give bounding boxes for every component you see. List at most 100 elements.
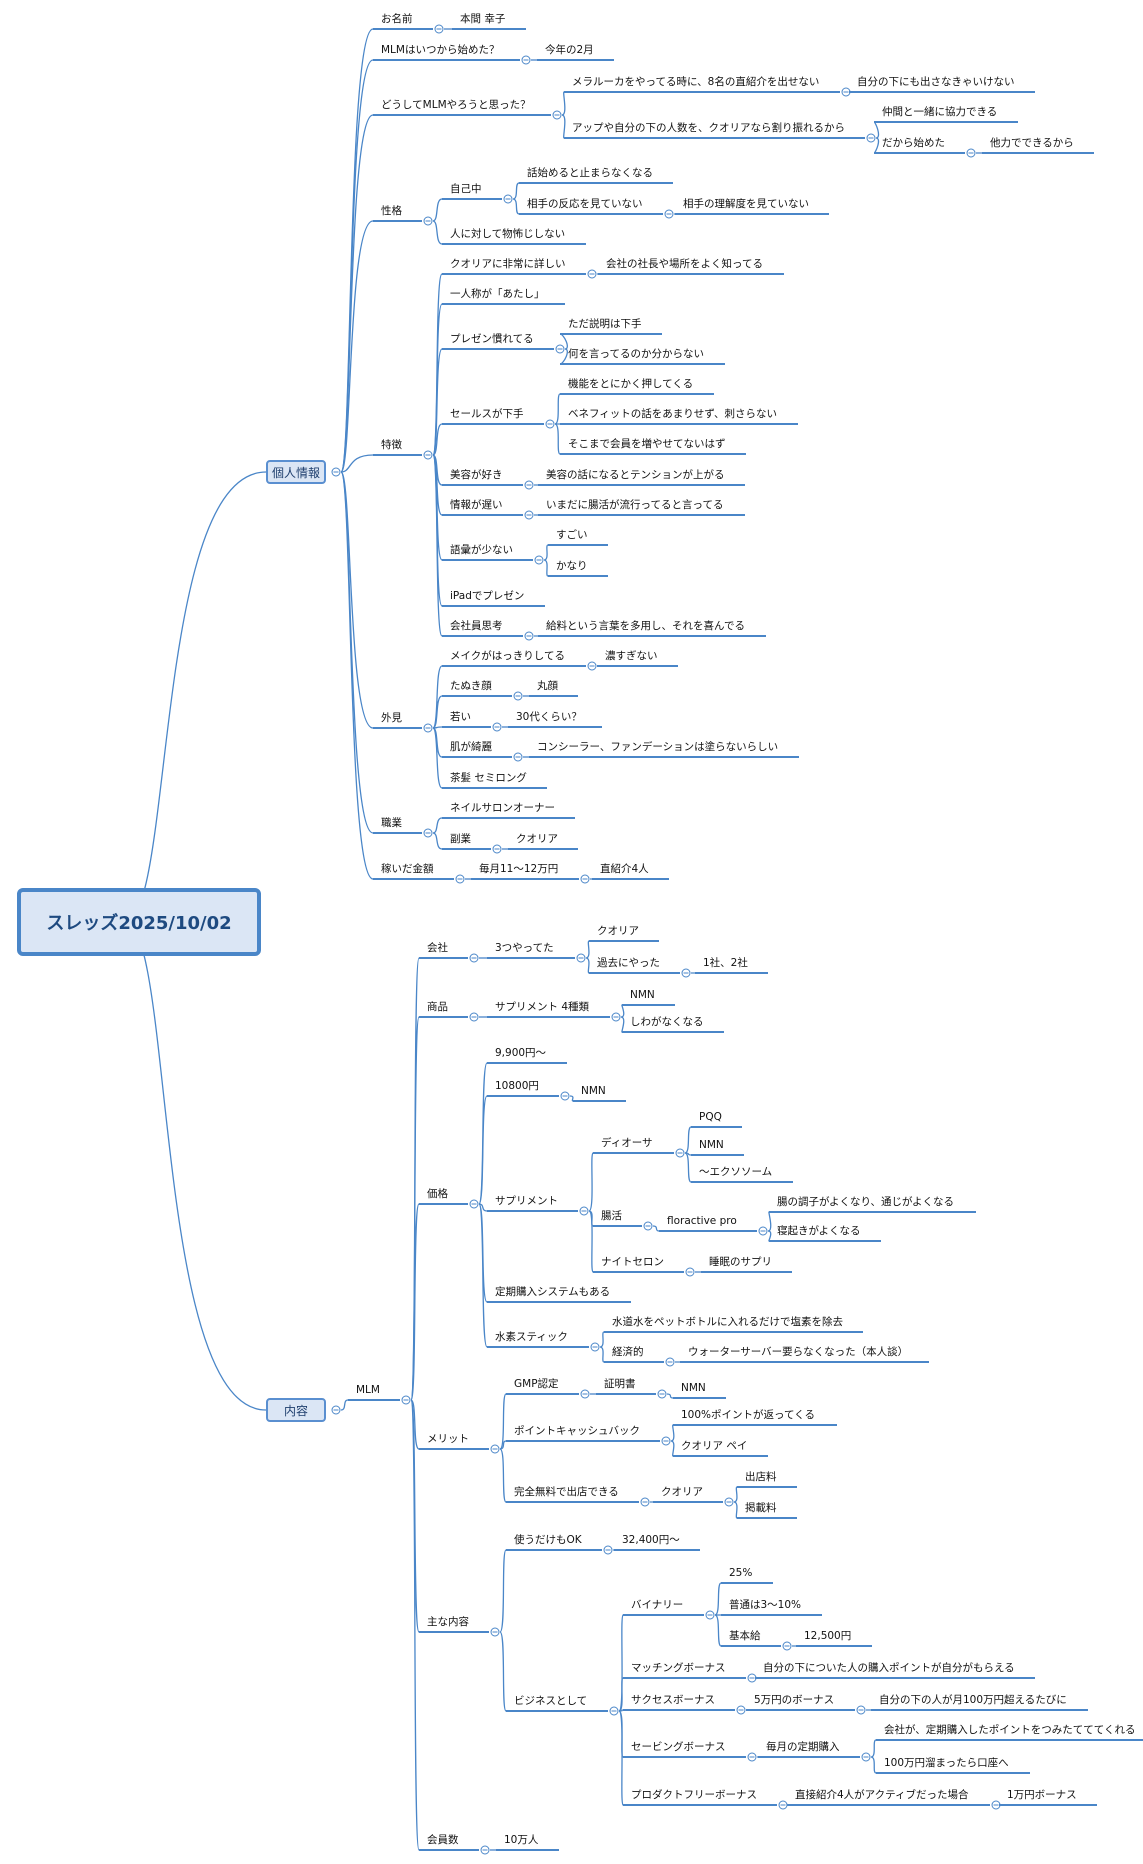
- topic-label[interactable]: 睡眠のサプリ: [709, 1256, 772, 1268]
- collapse-toggle-icon[interactable]: [861, 1752, 871, 1762]
- topic-label[interactable]: iPadでプレゼン: [450, 590, 525, 602]
- branch-node[interactable]: 個人情報: [266, 460, 326, 484]
- collapse-toggle-icon[interactable]: [524, 510, 534, 520]
- collapse-toggle-icon[interactable]: [331, 467, 341, 477]
- topic-label[interactable]: 会社: [427, 942, 448, 954]
- collapse-toggle-icon[interactable]: [401, 1395, 411, 1405]
- topic-label[interactable]: セービングボーナス: [631, 1741, 726, 1753]
- topic-label[interactable]: 掲載料: [745, 1502, 777, 1514]
- topic-label[interactable]: 寝起きがよくなる: [777, 1225, 861, 1237]
- collapse-toggle-icon[interactable]: [555, 344, 565, 354]
- topic-label[interactable]: コンシーラー、ファンデーションは塗らないらしい: [537, 741, 779, 753]
- topic-label[interactable]: 9,900円〜: [495, 1047, 547, 1059]
- topic-label[interactable]: そこまで会員を増やせてないはず: [568, 438, 726, 450]
- topic-label[interactable]: ビジネスとして: [514, 1695, 588, 1707]
- topic-label[interactable]: 副業: [450, 833, 471, 845]
- topic-label[interactable]: ディオーサ: [601, 1137, 653, 1149]
- topic-label[interactable]: 本間 幸子: [460, 13, 506, 25]
- collapse-toggle-icon[interactable]: [856, 1705, 866, 1715]
- collapse-toggle-icon[interactable]: [513, 752, 523, 762]
- topic-label[interactable]: 10800円: [495, 1080, 539, 1092]
- topic-label[interactable]: サクセスボーナス: [631, 1694, 715, 1706]
- collapse-toggle-icon[interactable]: [576, 953, 586, 963]
- topic-label[interactable]: サプリメント: [495, 1195, 558, 1207]
- topic-label[interactable]: お名前: [381, 13, 413, 25]
- topic-label[interactable]: どうしてMLMやろうと思った？: [381, 99, 531, 111]
- collapse-toggle-icon[interactable]: [580, 1389, 590, 1399]
- collapse-toggle-icon[interactable]: [579, 1206, 589, 1216]
- collapse-toggle-icon[interactable]: [534, 555, 544, 565]
- topic-label[interactable]: 茶髪 セミロング: [450, 772, 527, 784]
- collapse-toggle-icon[interactable]: [490, 1627, 500, 1637]
- topic-label[interactable]: 自分の下にも出さなきゃいけない: [857, 76, 1015, 88]
- collapse-toggle-icon[interactable]: [603, 1545, 613, 1555]
- collapse-toggle-icon[interactable]: [480, 1845, 490, 1855]
- collapse-toggle-icon[interactable]: [685, 1267, 695, 1277]
- collapse-toggle-icon[interactable]: [560, 1091, 570, 1101]
- collapse-toggle-icon[interactable]: [587, 269, 597, 279]
- topic-label[interactable]: 今年の2月: [545, 44, 594, 56]
- branch-node[interactable]: 内容: [266, 1398, 326, 1422]
- topic-label[interactable]: MLMはいつから始めた？: [381, 44, 500, 56]
- collapse-toggle-icon[interactable]: [747, 1752, 757, 1762]
- topic-label[interactable]: 相手の理解度を見ていない: [683, 198, 809, 210]
- collapse-toggle-icon[interactable]: [724, 1497, 734, 1507]
- topic-label[interactable]: 肌が綺麗: [450, 741, 492, 753]
- topic-label[interactable]: 美容の話になるとテンションが上がる: [546, 469, 725, 481]
- topic-label[interactable]: メラルーカをやってる時に、8名の直紹介を出せない: [572, 76, 820, 88]
- topic-label[interactable]: 情報が遅い: [450, 499, 503, 511]
- topic-label[interactable]: 基本給: [729, 1630, 761, 1642]
- collapse-toggle-icon[interactable]: [455, 874, 465, 884]
- topic-label[interactable]: クオリア ペイ: [681, 1440, 748, 1452]
- topic-label[interactable]: 経済的: [612, 1346, 644, 1358]
- topic-label[interactable]: 使うだけもOK: [514, 1534, 582, 1546]
- collapse-toggle-icon[interactable]: [423, 216, 433, 226]
- collapse-toggle-icon[interactable]: [469, 1199, 479, 1209]
- topic-label[interactable]: 腸活: [601, 1210, 622, 1222]
- topic-label[interactable]: プレゼン慣れてる: [450, 333, 534, 345]
- topic-label[interactable]: 話始めると止まらなくなる: [527, 167, 653, 179]
- topic-label[interactable]: たぬき顔: [450, 680, 492, 692]
- topic-label[interactable]: ただ説明は下手: [568, 318, 642, 330]
- collapse-toggle-icon[interactable]: [524, 480, 534, 490]
- topic-label[interactable]: 給料という言葉を多用し、それを喜んでる: [546, 620, 745, 632]
- topic-label[interactable]: クオリア: [597, 925, 639, 937]
- topic-label[interactable]: クオリア: [661, 1486, 703, 1498]
- collapse-toggle-icon[interactable]: [590, 1342, 600, 1352]
- collapse-toggle-icon[interactable]: [492, 844, 502, 854]
- topic-label[interactable]: 腸の調子がよくなり、通じがよくなる: [777, 1196, 955, 1208]
- collapse-toggle-icon[interactable]: [492, 722, 502, 732]
- topic-label[interactable]: 出店料: [745, 1471, 777, 1483]
- topic-label[interactable]: ナイトセロン: [601, 1256, 664, 1268]
- collapse-toggle-icon[interactable]: [513, 691, 523, 701]
- topic-label[interactable]: 1万円ボーナス: [1007, 1789, 1077, 1801]
- topic-label[interactable]: 100%ポイントが返ってくる: [681, 1409, 815, 1421]
- topic-label[interactable]: バイナリー: [631, 1599, 684, 1611]
- collapse-toggle-icon[interactable]: [866, 133, 876, 143]
- topic-label[interactable]: 他力でできるから: [990, 137, 1074, 149]
- collapse-toggle-icon[interactable]: [469, 1012, 479, 1022]
- topic-label[interactable]: 自己中: [450, 183, 482, 195]
- topic-label[interactable]: すごい: [556, 529, 588, 541]
- topic-label[interactable]: メリット: [427, 1433, 469, 1445]
- collapse-toggle-icon[interactable]: [503, 194, 513, 204]
- topic-label[interactable]: クオリア: [516, 833, 558, 845]
- topic-label[interactable]: いまだに腸活が流行ってると言ってる: [546, 499, 724, 511]
- topic-label[interactable]: 外見: [381, 712, 402, 724]
- collapse-toggle-icon[interactable]: [587, 661, 597, 671]
- topic-label[interactable]: 特徴: [381, 439, 402, 451]
- topic-label[interactable]: 性格: [381, 205, 402, 217]
- collapse-toggle-icon[interactable]: [681, 968, 691, 978]
- topic-label[interactable]: サプリメント 4種類: [495, 1001, 590, 1013]
- topic-label[interactable]: 価格: [427, 1188, 448, 1200]
- collapse-toggle-icon[interactable]: [657, 1389, 667, 1399]
- topic-label[interactable]: ウォーターサーバー要らなくなった（本人談）: [688, 1346, 909, 1358]
- collapse-toggle-icon[interactable]: [640, 1497, 650, 1507]
- topic-label[interactable]: 美容が好き: [450, 469, 503, 481]
- collapse-toggle-icon[interactable]: [705, 1610, 715, 1620]
- topic-label[interactable]: floractive pro: [667, 1215, 737, 1227]
- collapse-toggle-icon[interactable]: [661, 1436, 671, 1446]
- collapse-toggle-icon[interactable]: [552, 110, 562, 120]
- topic-label[interactable]: ネイルサロンオーナー: [450, 802, 555, 814]
- topic-label[interactable]: 3つやってた: [495, 942, 554, 954]
